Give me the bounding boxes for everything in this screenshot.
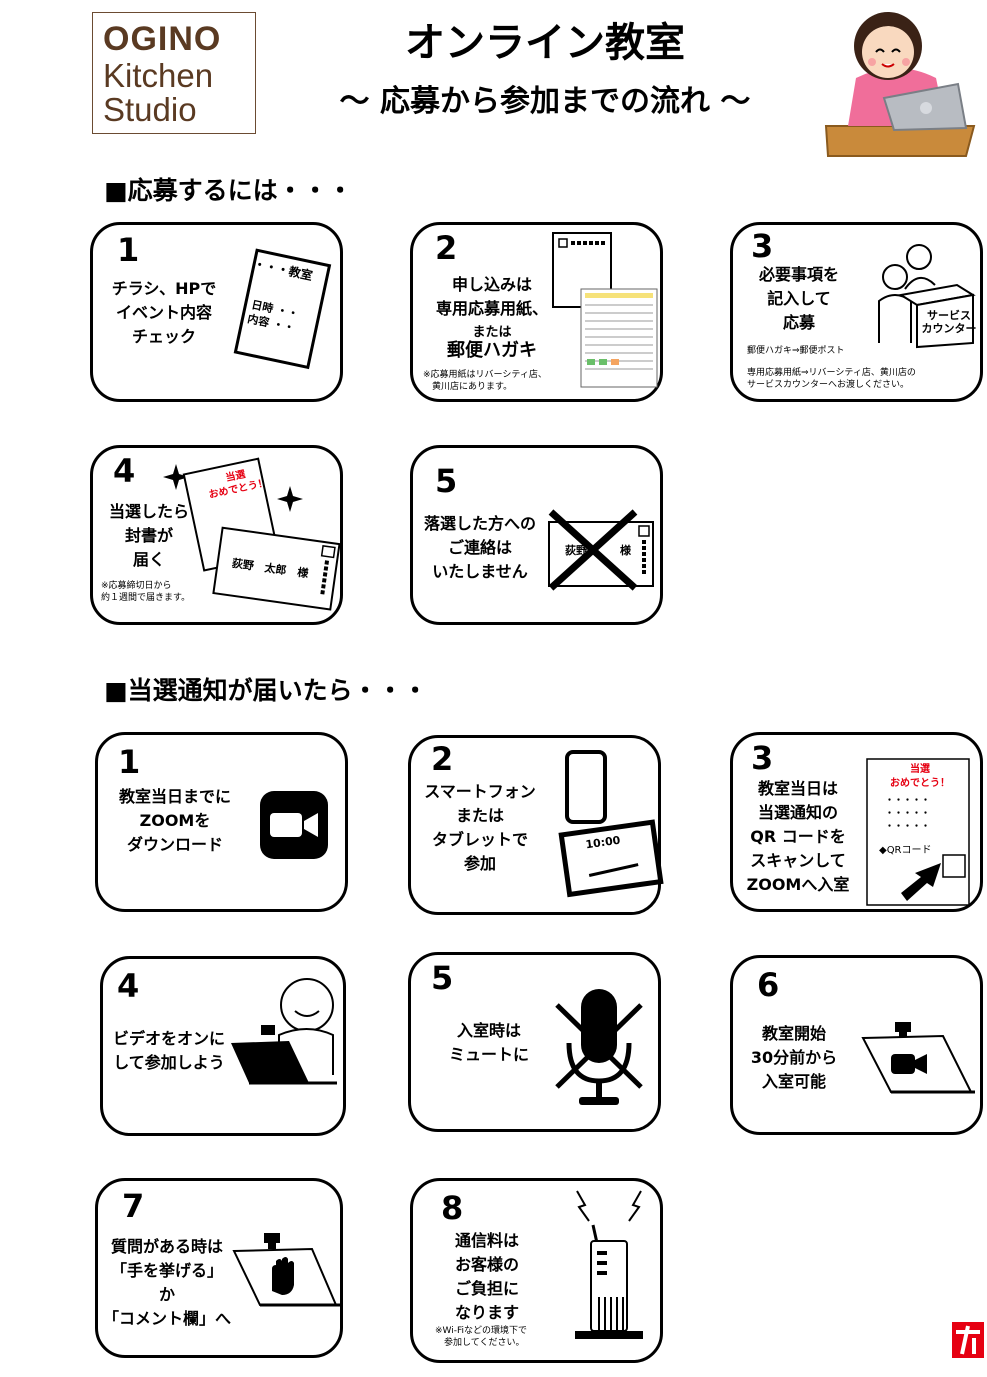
step-text-4: 郵便ハガキ	[447, 340, 537, 361]
counter-label: サービス カウンター	[921, 309, 977, 335]
logo-line3: Studio	[103, 91, 197, 128]
winner-step-2: 2 スマートフォン または タブレットで 参加 10:00	[408, 735, 664, 915]
apply-step-3: 3 必要事項を 記入して 応募 サービス カウンター 郵便ハガキ⇒郵便ポスト 専…	[730, 222, 983, 402]
page-subtitle: ～ 応募から参加までの流れ ～	[339, 84, 751, 119]
step-text: ビデオをオンに して参加しよう	[112, 1029, 225, 1072]
step-number: 1	[118, 743, 141, 781]
apply-step-1: 1 チラシ、HPで イベント内容 チェック ・・・教室 日時 ・・ 内容 ・・	[90, 222, 343, 402]
step-number: 5	[435, 462, 458, 500]
step-note: ※応募締切日から 約１週間で届きます。	[101, 581, 191, 603]
raise-hand-laptop-icon	[232, 1233, 342, 1307]
step-note-1: 郵便ハガキ⇒郵便ポスト	[747, 346, 845, 356]
laptop-camera-icon	[861, 1022, 975, 1094]
step-text: 必要事項を 記入して 応募	[758, 265, 839, 332]
step-text-1: 申し込みは	[451, 275, 532, 294]
step-number: 8	[441, 1189, 464, 1227]
step-text: 教室開始 30分前から 入室可能	[750, 1024, 838, 1091]
winner-step-7: 7 質問がある時は 「手を挙げる」 か 「コメント欄」へ	[95, 1178, 343, 1358]
step-number: 3	[751, 739, 774, 777]
step-number: 6	[757, 966, 780, 1004]
notice-congrats: 当選 おめでとう！	[890, 764, 950, 789]
step-text-3: または	[472, 325, 512, 340]
step-number: 2	[431, 740, 454, 778]
girl-laptop-illustration	[824, 12, 976, 157]
step-text: スマートフォン または タブレットで 参加	[424, 782, 536, 873]
envelope-name: 荻野 様	[565, 544, 631, 557]
step-note: ※Wi-Fiなどの環境下で 参加してください。	[435, 1326, 528, 1348]
step-text: 教室当日は 当選通知の QR コードを スキャンして ZOOMへ入室	[746, 779, 850, 894]
step-text: 当選したら 封書が 届く	[108, 502, 189, 569]
section-heading-winner: ■当選通知が届いたら・・・	[104, 676, 428, 705]
brand-mark-icon	[952, 1322, 984, 1358]
section-heading-apply: ■応募するには・・・	[104, 176, 353, 205]
logo-line2: Kitchen	[103, 57, 214, 94]
apply-step-5: 5 落選した方への ご連絡は いたしません 荻野 様	[410, 445, 663, 625]
step-number: 3	[751, 227, 774, 265]
smartphone-tablet-icon	[558, 750, 664, 898]
step-note-2: 専用応募用紙⇒リバーシティ店、黄川店の サービスカウンターへお渡しください。	[747, 368, 916, 390]
winner-step-3: 3 教室当日は 当選通知の QR コードを スキャンして ZOOMへ入室 当選 …	[730, 732, 983, 912]
page-title: オンライン教室	[405, 20, 685, 66]
step-text: 質問がある時は 「手を挙げる」 か 「コメント欄」へ	[102, 1237, 231, 1328]
person-laptop-camera-icon	[231, 978, 337, 1085]
winner-step-8: 8 通信料は お客様の ご負担に なります ※Wi-Fiなどの環境下で 参加して…	[410, 1178, 663, 1363]
crossed-envelope-icon	[548, 509, 654, 591]
step-text: 落選した方への ご連絡は いたしません	[423, 514, 536, 581]
winner-step-4: 4 ビデオをオンに して参加しよう	[100, 956, 346, 1136]
step-text: 教室当日までに ZOOMを ダウンロード	[118, 787, 231, 854]
winner-step-1: 1 教室当日までに ZOOMを ダウンロード	[95, 732, 348, 912]
flyer-icon	[233, 248, 332, 370]
winner-step-6: 6 教室開始 30分前から 入室可能	[730, 955, 983, 1135]
wifi-router-icon	[575, 1190, 643, 1339]
postcard-and-form-icon	[552, 232, 658, 388]
step-text: チラシ、HPで イベント内容 チェック	[111, 279, 217, 346]
step-text: 通信料は お客様の ご負担に なります	[454, 1231, 519, 1322]
step-text: 入室時は ミュートに	[448, 1021, 529, 1064]
apply-step-4: 4 当選したら 封書が 届く ※応募締切日から 約１週間で届きます。 当選 おめ…	[90, 445, 343, 625]
service-counter-icon	[878, 244, 976, 349]
mute-microphone-icon	[555, 989, 643, 1105]
step-number: 5	[431, 959, 454, 997]
step-text-2: 専用応募用紙、	[435, 299, 548, 318]
logo: OGINO Kitchen Studio	[92, 12, 256, 134]
step-note: ※応募用紙はリバーシティ店、 黄川店にあります。	[423, 370, 547, 392]
qr-notice-icon	[866, 758, 970, 906]
zoom-icon	[260, 791, 328, 859]
step-number: 4	[117, 967, 140, 1005]
winner-step-5: 5 入室時は ミュートに	[408, 952, 661, 1132]
qr-label: ◆QRコード	[879, 845, 932, 856]
step-number: 4	[113, 452, 136, 490]
apply-step-2: 2 申し込みは 専用応募用紙、 または 郵便ハガキ ※応募用紙はリバーシティ店、…	[410, 222, 663, 402]
notice-dots: ・・・・・ ・・・・・ ・・・・・	[885, 796, 931, 832]
logo-line1: OGINO	[103, 20, 222, 58]
letter-envelope-icon	[163, 457, 341, 611]
step-number: 7	[122, 1187, 145, 1225]
step-number: 1	[117, 231, 140, 269]
step-number: 2	[435, 229, 458, 267]
